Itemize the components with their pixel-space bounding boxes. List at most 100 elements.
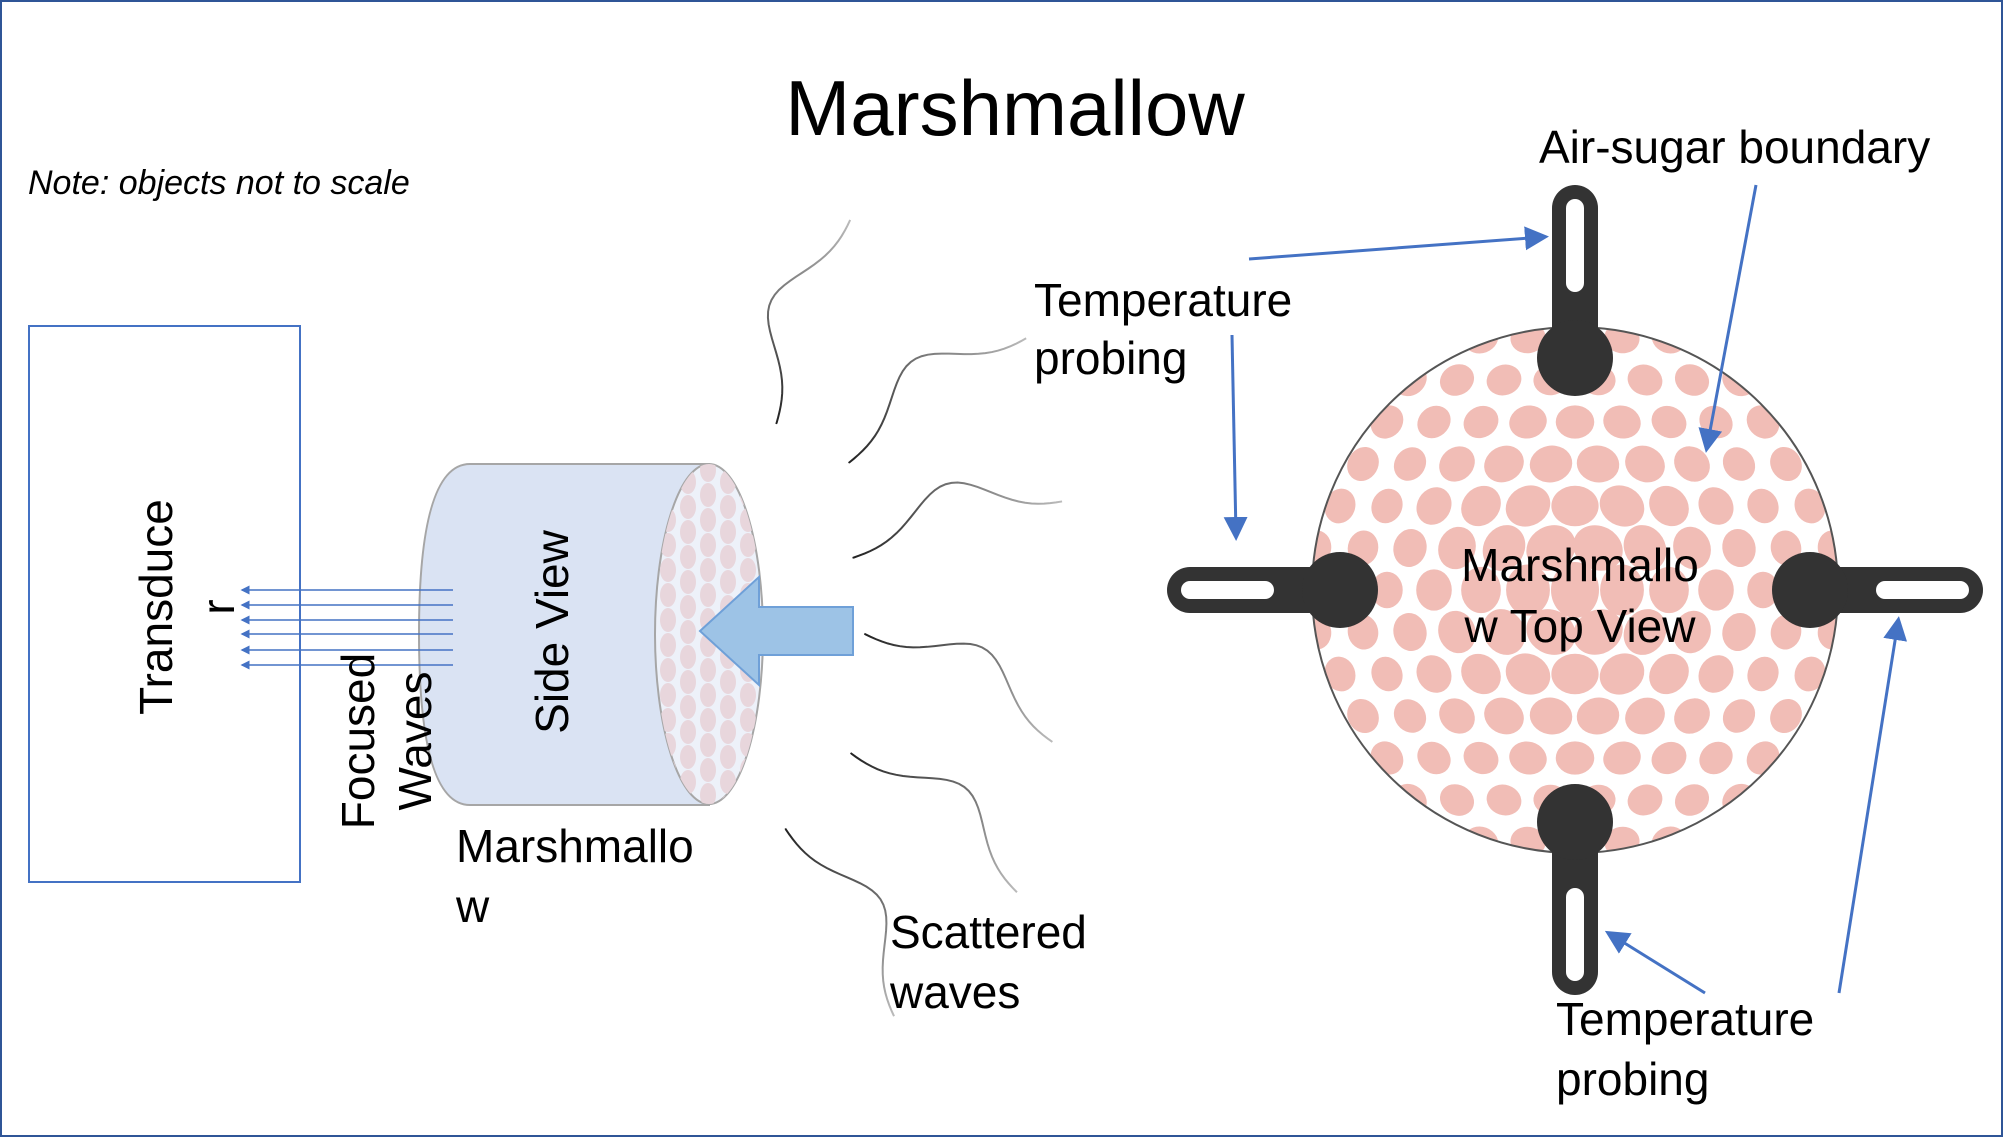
top-view-label-line1: Marshmallo: [1461, 539, 1699, 591]
air-bubble: [1722, 447, 1756, 481]
air-bubble: [1576, 445, 1620, 483]
bubble: [680, 620, 696, 644]
bubble: [700, 708, 716, 732]
air-bubble: [1393, 699, 1427, 733]
air-bubble: [1722, 699, 1756, 733]
scattered-wave: [848, 337, 1027, 464]
air-bubble: [1461, 566, 1501, 614]
air-bubble: [1529, 697, 1573, 735]
bubble: [660, 583, 676, 607]
air-bubble: [1417, 405, 1451, 439]
air-bubble: [1674, 446, 1710, 482]
bubble: [720, 795, 736, 804]
air-bubble: [1673, 610, 1711, 654]
bubble: [700, 733, 716, 757]
air-bubble: [1486, 364, 1522, 396]
air-bubble: [1347, 698, 1379, 734]
air-bubble: [1482, 609, 1526, 655]
bubble: [660, 633, 676, 657]
air-bubble: [1649, 566, 1689, 614]
temp-probing-bottom-line2: probing: [1556, 1053, 1709, 1105]
air-bubble: [1509, 741, 1547, 775]
air-bubble: [1599, 485, 1645, 527]
bubble: [700, 508, 716, 532]
air-bubble: [1393, 529, 1427, 567]
bubble: [700, 583, 716, 607]
arrow-to-right-probe: [1837, 616, 1908, 994]
scattered-waves-line1: Scattered: [890, 906, 1087, 958]
scattered-waves-graphic: [766, 219, 1063, 1017]
arrow-to-top-probe: [1248, 226, 1549, 261]
air-bubble: [1439, 784, 1475, 816]
air-bubble: [1461, 653, 1501, 695]
air-bubble: [1603, 405, 1641, 439]
svg-text:Focused: Focused: [332, 653, 384, 829]
air-bubble: [1770, 698, 1802, 734]
air-bubble: [1623, 525, 1667, 571]
temperature-probes: [1167, 185, 1983, 995]
air-bubble: [1439, 446, 1475, 482]
bubble: [740, 708, 756, 732]
transducer-box: [28, 325, 301, 883]
title: Marshmallow: [785, 64, 1245, 152]
air-bubble: [1573, 609, 1623, 655]
temperature-probe: [1167, 552, 1378, 628]
bubble: [740, 783, 756, 804]
air-bubble: [1505, 485, 1551, 527]
transducer-label: Transduce r: [130, 499, 244, 715]
bubble: [700, 533, 716, 557]
svg-text:Waves: Waves: [389, 672, 441, 811]
air-bubble: [1649, 653, 1689, 695]
air-bubble: [1673, 526, 1711, 570]
air-bubble: [1623, 609, 1667, 655]
bubble: [700, 658, 716, 682]
bubble: [660, 683, 676, 707]
scattered-wave: [863, 632, 1053, 743]
air-bubble: [1770, 446, 1802, 482]
bubble: [740, 533, 756, 557]
air-bubble: [1625, 445, 1665, 483]
air-bubble: [1393, 447, 1427, 481]
air-bubble: [1576, 697, 1620, 735]
side-view-label: Side View: [526, 529, 578, 734]
bubble: [720, 770, 736, 794]
bubble: [680, 720, 696, 744]
air-bubble: [1486, 784, 1522, 816]
bubble: [680, 745, 696, 769]
air-bubble: [1747, 488, 1779, 524]
air-bubble: [1505, 653, 1551, 695]
bubble: [720, 570, 736, 594]
bubble: [680, 520, 696, 544]
air-bubble: [1484, 445, 1524, 483]
scattered-waves-line2: waves: [889, 966, 1020, 1018]
air-bubble: [1555, 405, 1595, 439]
air-bubble: [1416, 487, 1452, 525]
air-bubble: [1698, 487, 1734, 525]
air-bubble: [1794, 656, 1826, 692]
air-bubble: [1482, 525, 1526, 571]
bubble: [700, 558, 716, 582]
air-bubble: [1603, 741, 1641, 775]
air-bubble: [1600, 564, 1644, 616]
note: Note: objects not to scale: [28, 164, 410, 202]
air-bubble: [1463, 405, 1499, 439]
bubble: [680, 495, 696, 519]
air-bubble: [1461, 485, 1501, 527]
bubble: [680, 545, 696, 569]
top-view-label-line2: w Top View: [1464, 600, 1697, 652]
scattered-wave: [766, 219, 852, 425]
air-bubble: [1627, 784, 1663, 816]
incident-wave-arrow: [698, 574, 854, 688]
air-bubble: [1371, 488, 1403, 524]
scattered-wave: [849, 752, 1018, 893]
bubble: [700, 758, 716, 782]
air-bubble: [1526, 609, 1576, 655]
air-bubble: [1529, 445, 1573, 483]
air-bubble: [1526, 525, 1576, 571]
air-bubble: [1324, 656, 1356, 692]
temp-probing-top-line1: Temperature: [1034, 274, 1292, 326]
arrow-to-boundary: [1698, 184, 1758, 453]
air-bubble: [1698, 655, 1734, 693]
